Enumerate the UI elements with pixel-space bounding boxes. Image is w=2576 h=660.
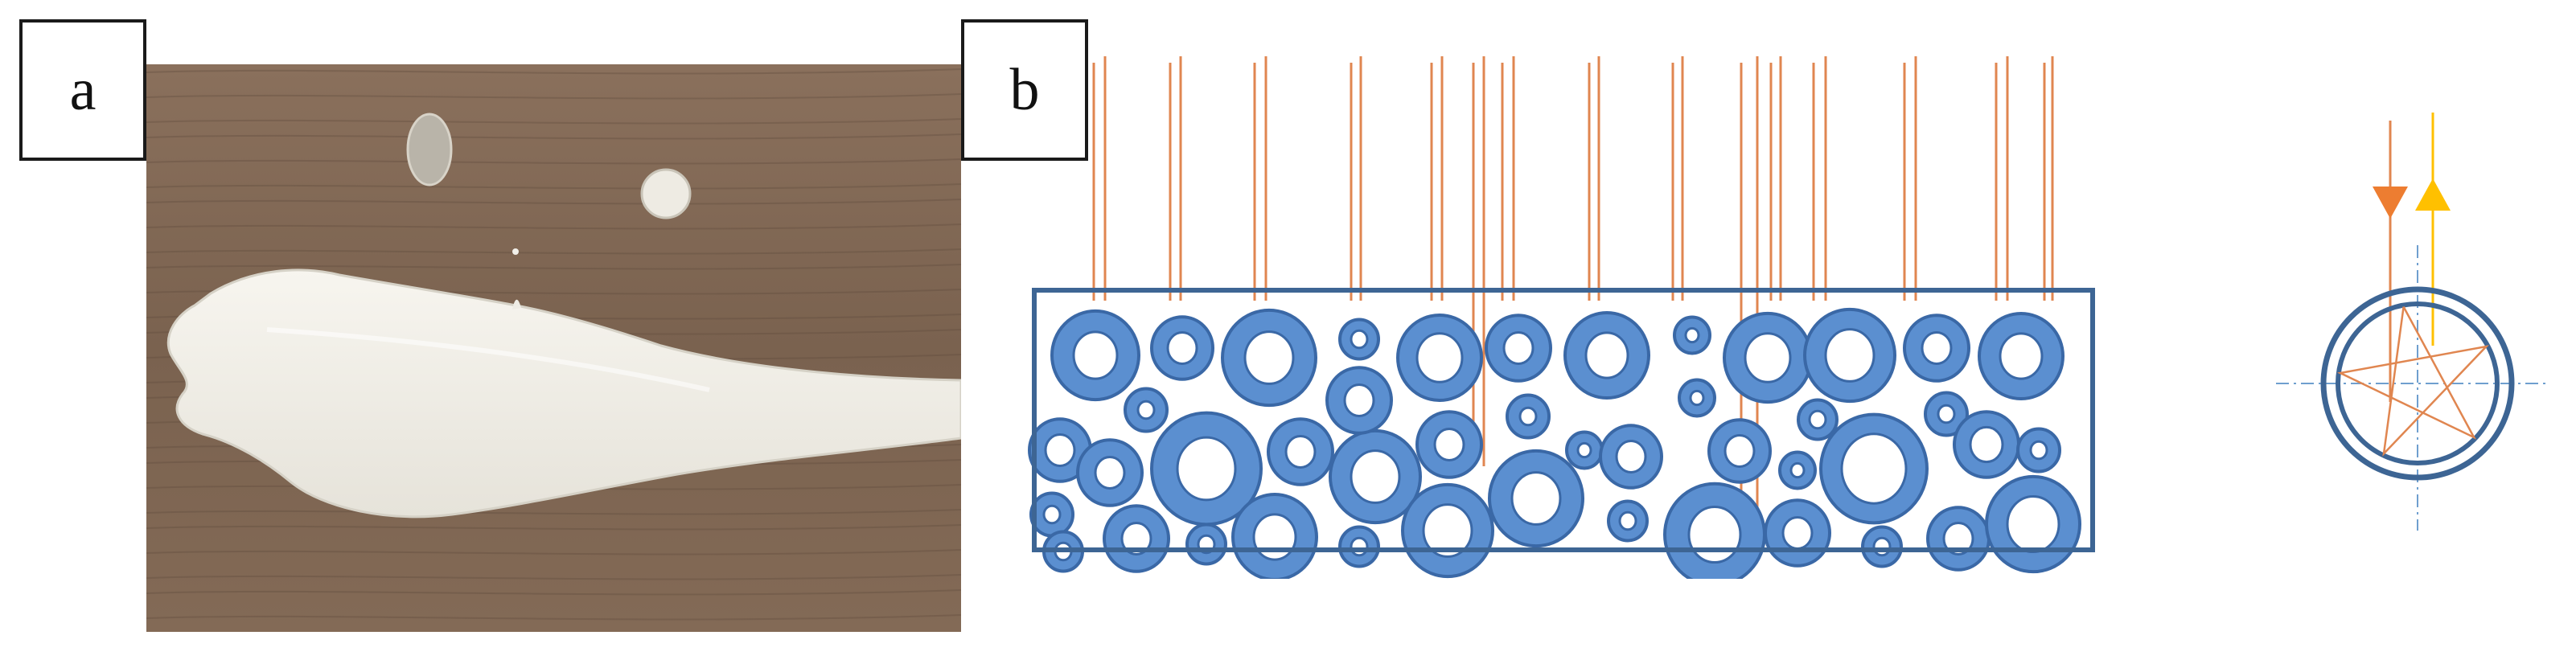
pore-cavity: [1502, 331, 1535, 365]
schematic-drawing: [1028, 56, 2095, 579]
pore-cavity: [1044, 433, 1076, 467]
pore-cavity: [1136, 400, 1156, 420]
pore-cavity: [1942, 522, 1974, 555]
pore-cavity: [1921, 331, 1953, 365]
grain-line: [146, 118, 961, 125]
pore-cavity: [1166, 331, 1198, 365]
grain-line: [146, 524, 961, 531]
grain-line: [146, 183, 961, 190]
pore-cavity: [1518, 406, 1538, 427]
grain-line: [146, 574, 961, 580]
internal-reflection-paths: [2336, 306, 2489, 457]
sphere-outer-shell: [2320, 286, 2515, 481]
paint-drip: [512, 299, 521, 310]
paint-drop-oval: [406, 113, 453, 187]
pore-cavity: [1042, 504, 1062, 525]
paint-speck: [512, 248, 519, 255]
grain-line: [146, 589, 961, 596]
pore-cavity: [1576, 441, 1592, 459]
pore-cavity: [1252, 513, 1297, 561]
pore-cavity: [1840, 432, 1908, 505]
grain-line: [146, 133, 961, 140]
grain-line: [146, 248, 961, 255]
photo-coating-on-wood: [146, 64, 961, 632]
grain-line: [146, 264, 961, 270]
pore-cavity: [1243, 330, 1295, 385]
grain-line: [146, 158, 961, 165]
pore-cavity: [1510, 471, 1562, 526]
pore-cavity: [1350, 329, 1369, 350]
pore-field: [1028, 307, 2081, 579]
pore-cavity: [1789, 461, 1806, 479]
pore-cavity: [1615, 440, 1647, 473]
pore-cavity: [1684, 326, 1700, 344]
pore-cavity: [1094, 456, 1126, 490]
sphere-inner-shell: [2336, 301, 2500, 465]
grain-line: [146, 199, 961, 205]
pore-cavity: [1284, 435, 1317, 469]
pore-cavity: [1415, 332, 1464, 383]
grain-line: [146, 549, 961, 555]
pore-cavity: [1781, 516, 1814, 550]
grain-line: [146, 223, 961, 230]
paint-gloss: [266, 327, 710, 392]
grain-line: [146, 509, 961, 515]
pore-cavity: [1072, 330, 1119, 380]
pore-cavity: [1744, 332, 1792, 383]
pore-cavity: [2006, 494, 2060, 554]
grain-line: [146, 93, 961, 100]
coating-layer-frame: [1032, 288, 2095, 552]
pore-cavity: [1689, 389, 1705, 407]
down-arrow-icon: [2373, 187, 2408, 219]
pore-cavity: [1687, 505, 1742, 564]
paint-drop-round: [640, 168, 692, 219]
pore-cavity: [1999, 332, 2044, 380]
pore-cavity: [1176, 436, 1237, 502]
pore-cavity: [1937, 404, 1956, 424]
pore-cavity: [1433, 428, 1465, 461]
pore-cavity: [1584, 331, 1629, 379]
pore-cavity: [1343, 383, 1375, 417]
pore-cavity: [1350, 449, 1401, 504]
grain-line: [146, 614, 961, 621]
up-arrow-icon: [2415, 178, 2451, 211]
pore-cavity: [1824, 328, 1876, 383]
panel-label-b: b: [961, 19, 1088, 161]
grain-line: [146, 68, 961, 75]
pore-cavity: [1808, 409, 1827, 430]
pore-cavity: [1618, 510, 1637, 531]
pore-cavity: [1350, 536, 1369, 557]
panel-label-a: a: [19, 19, 146, 161]
reflection-path: [2336, 306, 2489, 457]
pore-cavity: [1872, 536, 1892, 557]
pore-cavity: [1969, 425, 2004, 464]
pore-cavity: [1120, 522, 1152, 555]
sphere-detail-drawing: [2276, 113, 2549, 531]
hollow-sphere-detail: [2276, 105, 2574, 539]
wood-photo-drawing: [146, 64, 961, 632]
paint-smear: [166, 269, 961, 519]
porous-layer-schematic: [1021, 32, 2107, 579]
pore-cavity: [1723, 434, 1756, 468]
pore-cavity: [2029, 440, 2048, 461]
pore-cavity: [1422, 503, 1473, 558]
